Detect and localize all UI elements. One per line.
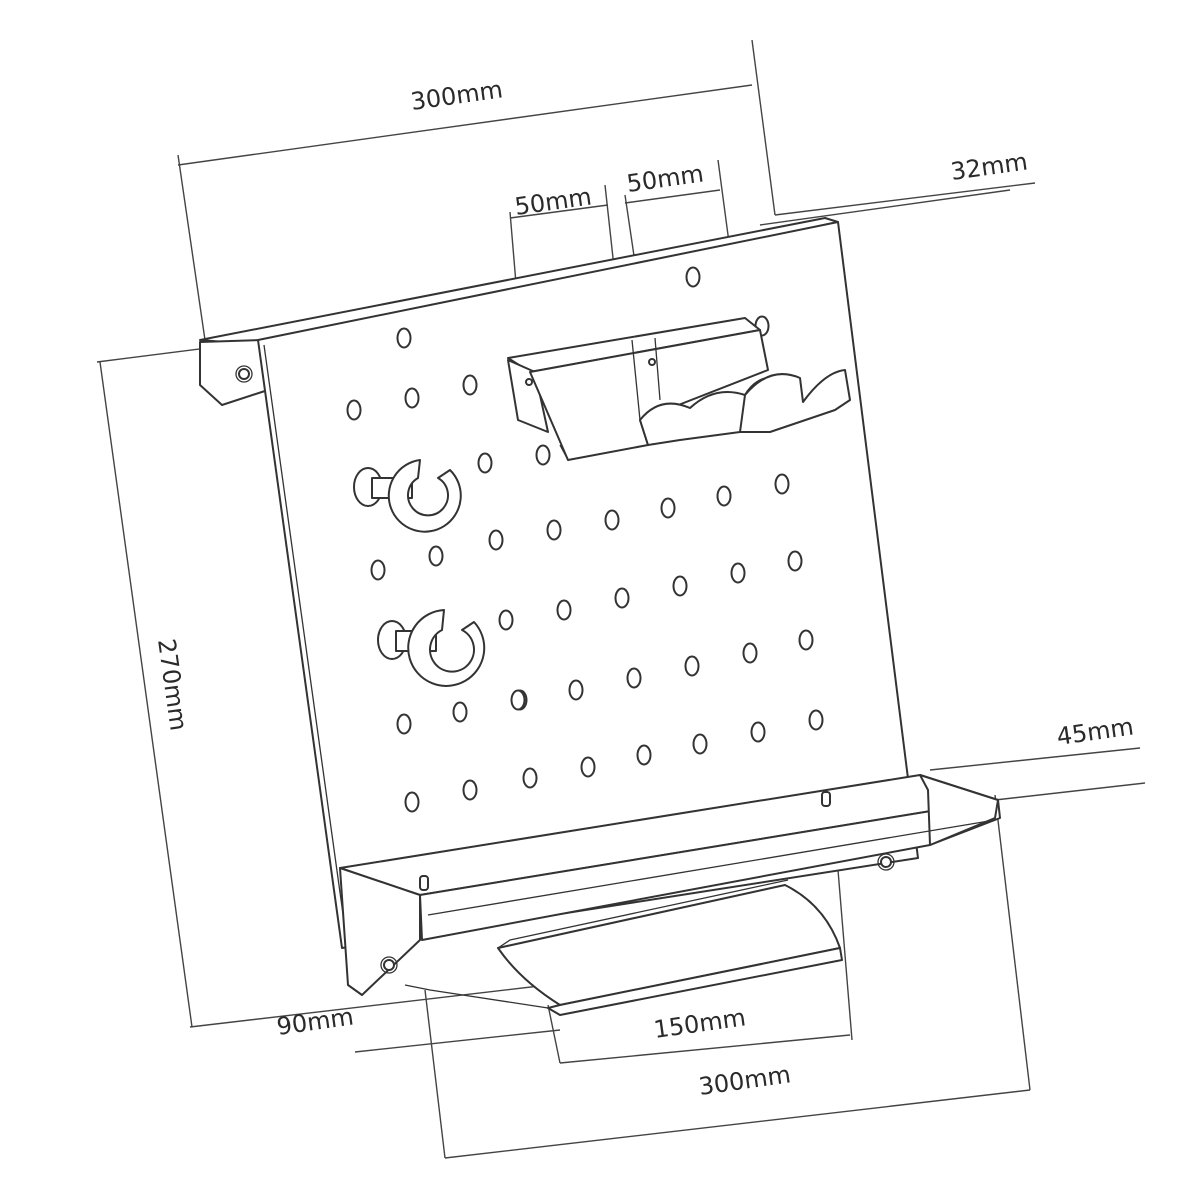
peg-hole [404, 791, 420, 813]
peg-hole [396, 713, 412, 735]
label-tray-width: 150mm [652, 1003, 748, 1044]
top-mounting-bracket [199, 217, 839, 406]
bottom-shelf [339, 774, 1001, 996]
peg-hole [452, 701, 468, 723]
peg-hole [498, 609, 514, 631]
peg-hole [672, 575, 688, 597]
peg-hole [808, 709, 824, 731]
peg-hole [626, 667, 642, 689]
peg-hole [346, 399, 362, 421]
peg-hole [730, 562, 746, 584]
peg-hole [370, 559, 386, 581]
peg-hole [604, 509, 620, 531]
peg-hole [535, 444, 551, 466]
label-slot-2: 50mm [625, 159, 705, 197]
peg-hole [477, 452, 493, 474]
peg-hole [692, 733, 708, 755]
peg-hole [522, 767, 538, 789]
peg-hole [774, 473, 790, 495]
front-tray [404, 879, 843, 1016]
peg-hole [462, 779, 478, 801]
peg-hole [750, 721, 766, 743]
peg-hole [684, 655, 700, 677]
peg-hole [580, 756, 596, 778]
peg-hole [404, 387, 420, 409]
peg-hole [660, 497, 676, 519]
label-top-width: 300mm [409, 75, 505, 116]
label-top-depth: 32mm [949, 147, 1029, 185]
peg-hole [787, 550, 803, 572]
tool-holder [507, 317, 851, 461]
peg-hole [556, 599, 572, 621]
peg-hole [742, 642, 758, 664]
peg-hole [546, 519, 562, 541]
label-slot-1: 50mm [513, 182, 593, 220]
peg-hole [510, 689, 526, 711]
hook-upper [353, 459, 462, 533]
dimension-lines [96, 39, 1146, 1159]
peg-hole [462, 374, 478, 396]
peg-hole [568, 679, 584, 701]
peg-hole [685, 266, 701, 288]
label-right-depth: 45mm [1055, 712, 1135, 750]
peg-hole [396, 327, 412, 349]
peg-hole [798, 629, 814, 651]
peg-holes [346, 266, 824, 813]
peg-hole [428, 545, 444, 567]
label-height: 270mm [152, 637, 193, 733]
hook-lower [377, 609, 486, 687]
label-base-width: 300mm [697, 1060, 793, 1101]
peg-hole [614, 587, 630, 609]
peg-hole [488, 529, 504, 551]
label-base-depth: 90mm [275, 1002, 355, 1040]
peg-hole [716, 485, 732, 507]
peg-hole [636, 744, 652, 766]
